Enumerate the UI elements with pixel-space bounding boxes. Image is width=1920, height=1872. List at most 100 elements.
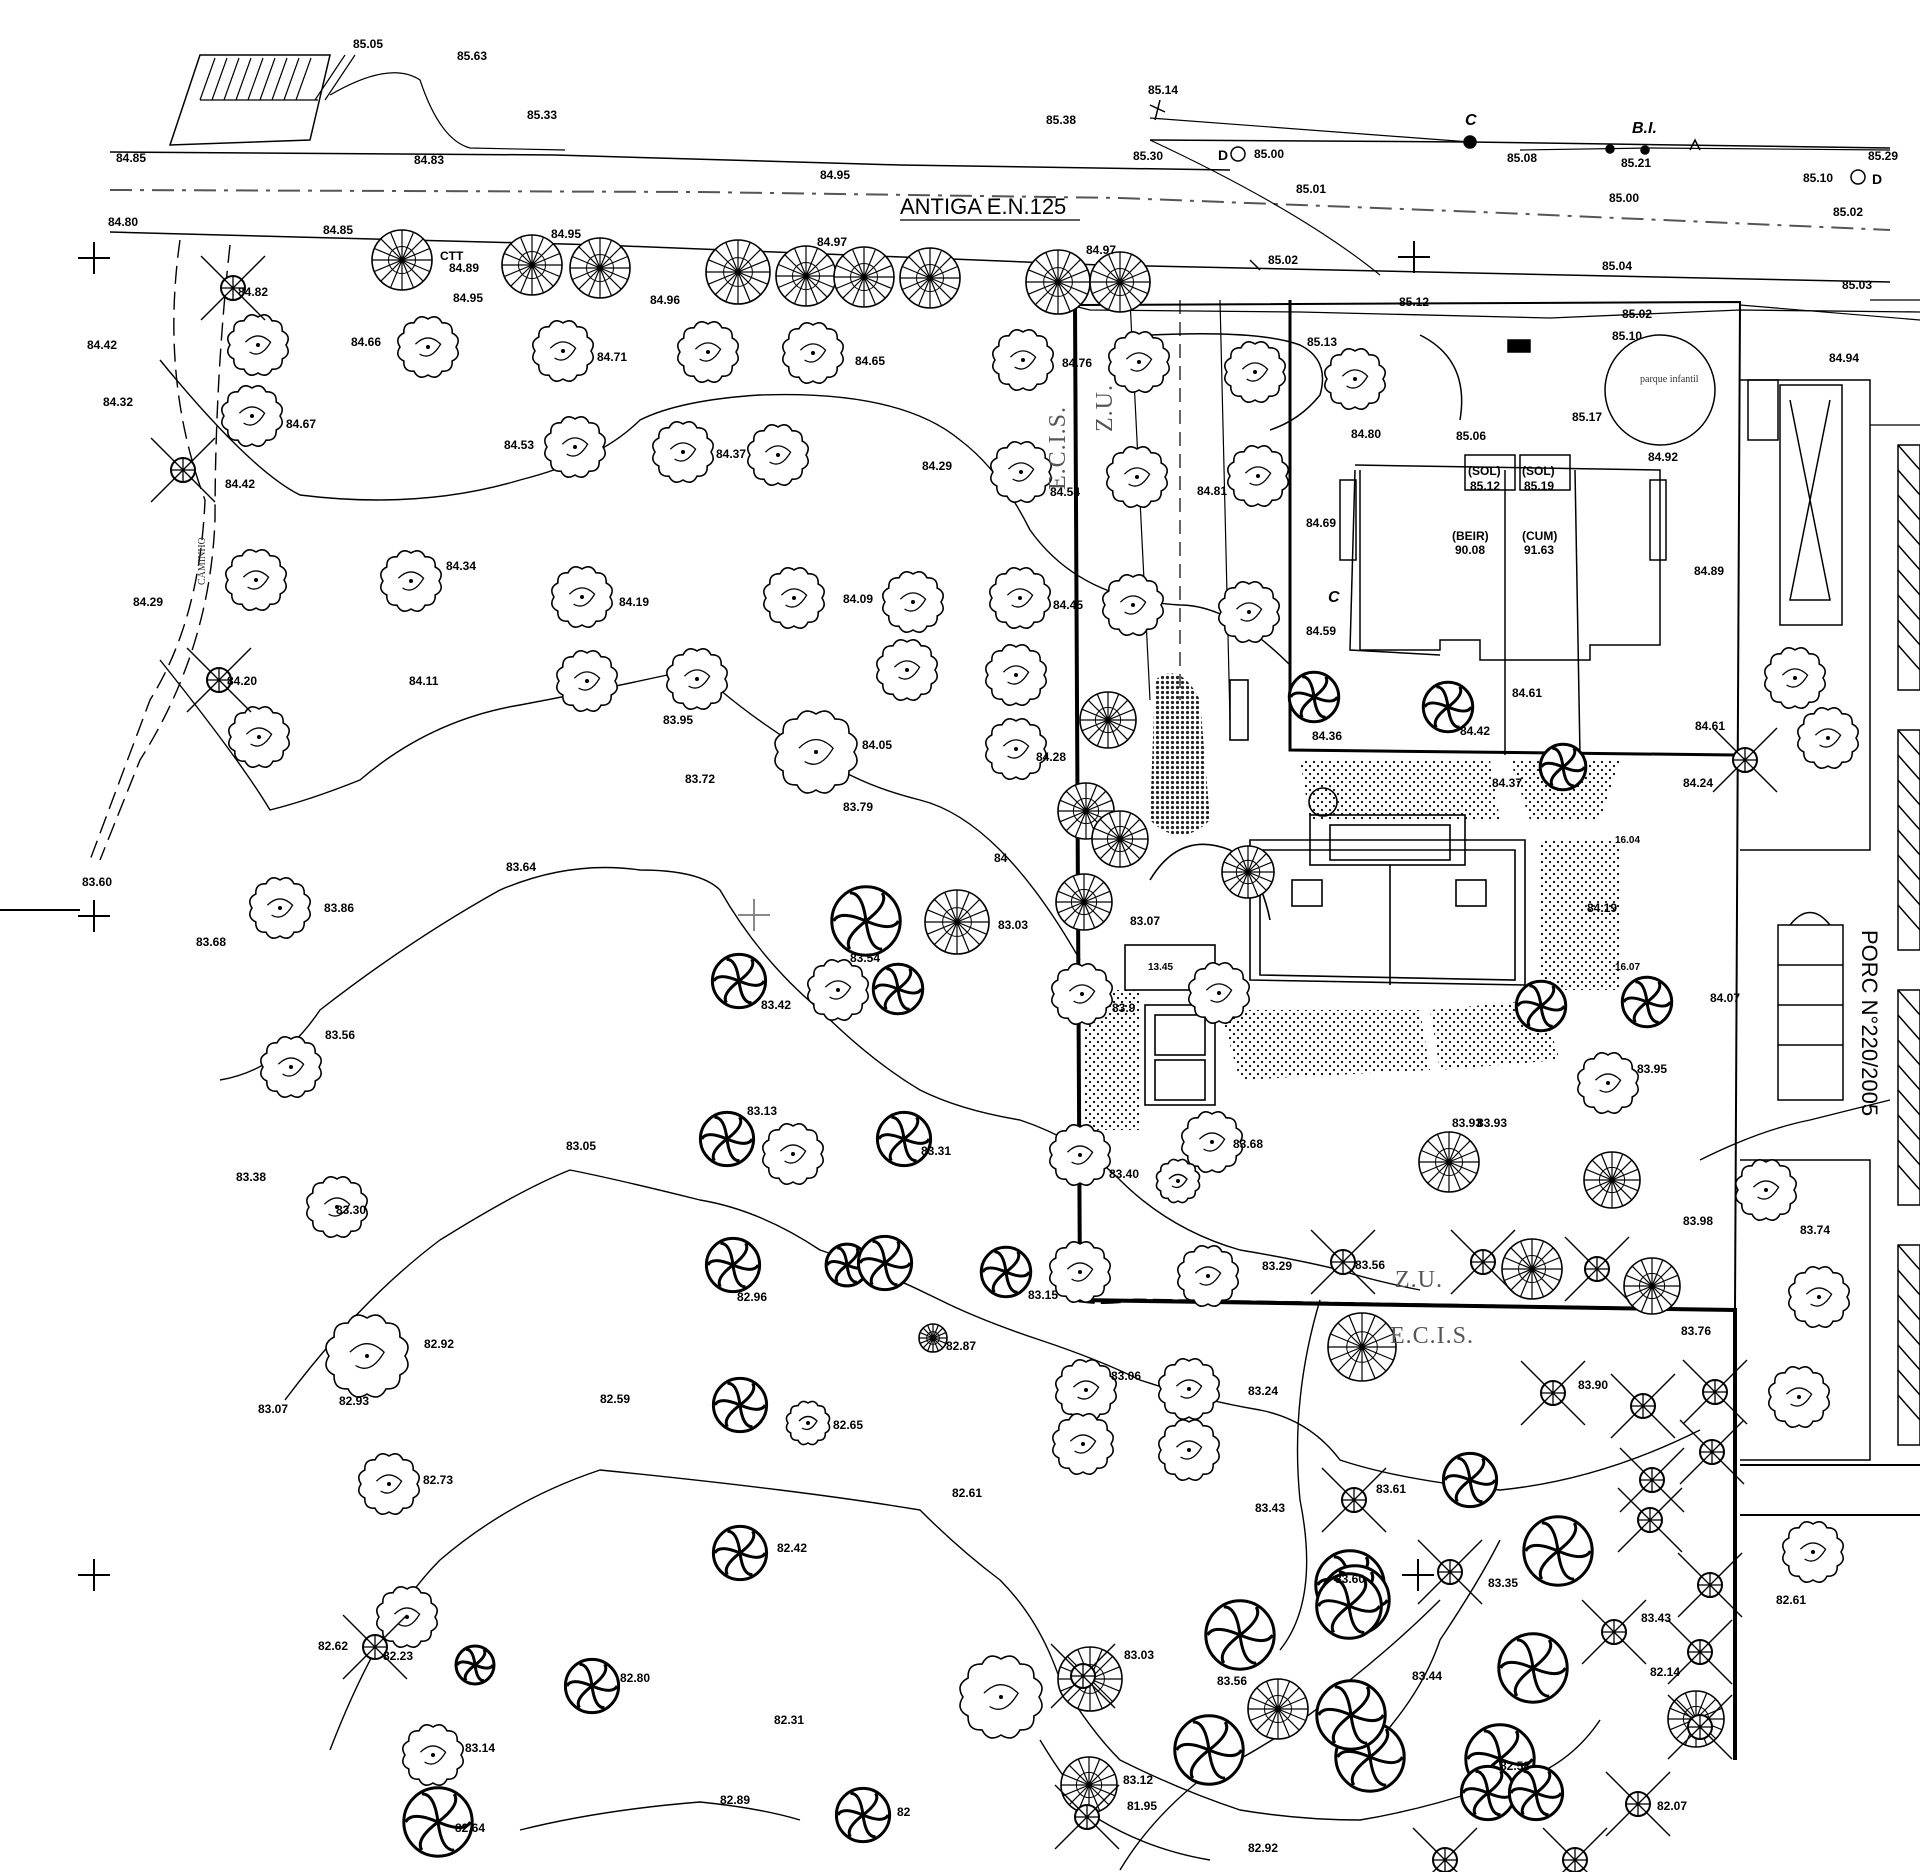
tree-symbol xyxy=(899,247,961,309)
elevation-label: 85.10 xyxy=(1803,171,1833,185)
elevation-label: 83.15 xyxy=(1028,1288,1058,1302)
elevation-label: 83.30 xyxy=(336,1203,366,1217)
elevation-label: 84.82 xyxy=(238,285,268,299)
elevation-label: 83.29 xyxy=(1262,1259,1292,1273)
symbol-labels: B.I. C C D D xyxy=(1218,112,1882,606)
tree-symbol xyxy=(563,1657,621,1715)
svg-text:C: C xyxy=(1328,589,1340,606)
tree-symbol xyxy=(1667,1619,1733,1685)
elevation-label: 82.23 xyxy=(383,1649,413,1663)
elevation-label: 83.07 xyxy=(1130,914,1160,928)
elevation-label: 83.95 xyxy=(1637,1062,1667,1076)
elevation-label: 84.76 xyxy=(1062,356,1092,370)
tree-symbol xyxy=(1158,1358,1220,1420)
tree-symbol xyxy=(1324,348,1386,410)
tree-symbol xyxy=(1054,1784,1120,1850)
elevation-label: 83.76 xyxy=(1681,1324,1711,1338)
elevation-label: 83.60 xyxy=(1335,1572,1365,1586)
zone-label-ecis-top: E.C.I.S. xyxy=(1045,406,1071,490)
elevation-label: 83.9 xyxy=(1112,1001,1136,1015)
tree-symbol xyxy=(1158,1419,1220,1481)
tree-symbol xyxy=(1581,1599,1647,1665)
tree-symbol xyxy=(221,385,283,447)
tree-symbol xyxy=(992,329,1054,391)
tree-symbol xyxy=(833,246,895,308)
tree-symbol xyxy=(918,1323,948,1353)
elevation-label: 83.24 xyxy=(1248,1384,1278,1398)
elevation-label: 83.68 xyxy=(196,935,226,949)
tree-symbol xyxy=(1287,670,1341,724)
elevation-label: 83.35 xyxy=(1488,1576,1518,1590)
elevation-label: 82.07 xyxy=(1657,1799,1687,1813)
tree-symbol xyxy=(985,718,1047,780)
tree-symbol xyxy=(985,644,1047,706)
svg-text:16.07: 16.07 xyxy=(1615,962,1640,973)
tree-symbol xyxy=(1327,1312,1397,1382)
tree-symbol xyxy=(711,1524,769,1582)
elevation-label: 82.58 xyxy=(1500,1759,1530,1773)
tree-symbol xyxy=(1315,1572,1383,1640)
building-rooms: (SOL) 85.12 (SOL) 85.19 (BEIR) 90.08 (CU… xyxy=(1148,464,1640,973)
elevation-label: 85.05 xyxy=(353,37,383,51)
elevation-label: 85.12 xyxy=(1399,295,1429,309)
elevation-label: 85.00 xyxy=(1254,147,1284,161)
elevation-label: 84.45 xyxy=(1053,598,1083,612)
svg-text:13.45: 13.45 xyxy=(1148,962,1173,973)
tree-symbol xyxy=(1224,341,1286,403)
tree-symbol xyxy=(1450,1229,1516,1295)
elevation-label: 84.54 xyxy=(1050,485,1080,499)
tree-symbol xyxy=(569,237,631,299)
elevation-label: 84.05 xyxy=(862,738,892,752)
tree-symbol xyxy=(1583,1151,1641,1209)
tree-symbol xyxy=(990,441,1052,503)
tree-symbol xyxy=(551,566,613,628)
tree-symbol xyxy=(200,255,266,321)
tree-symbol xyxy=(979,1245,1033,1299)
tree-symbol xyxy=(1052,1413,1114,1475)
tree-symbol xyxy=(875,1110,933,1168)
svg-text:C: C xyxy=(1465,112,1477,129)
tree-symbol xyxy=(227,314,289,376)
svg-text:(BEIR): (BEIR) xyxy=(1452,529,1489,543)
elevation-label: 84.11 xyxy=(409,674,439,688)
tree-symbol xyxy=(1051,963,1113,1025)
tree-symbol xyxy=(1421,680,1475,734)
tree-symbol xyxy=(1788,1266,1850,1328)
elevation-label: 83.31 xyxy=(921,1144,951,1158)
elevation-label: 83.44 xyxy=(1412,1669,1442,1683)
elevation-label: 83.56 xyxy=(1217,1674,1247,1688)
tree-symbol xyxy=(1441,1451,1499,1509)
elevation-label: 82.65 xyxy=(833,1418,863,1432)
tree-symbol xyxy=(1501,1238,1563,1300)
elevation-label: 83.40 xyxy=(1109,1167,1139,1181)
elevation-label: 83.06 xyxy=(1111,1369,1141,1383)
tree-symbol xyxy=(501,234,563,296)
tree-symbol xyxy=(1204,1599,1276,1671)
elevation-label: 84.61 xyxy=(1512,686,1542,700)
elevation-label: 85.30 xyxy=(1133,149,1163,163)
tree-symbol xyxy=(1735,1159,1797,1221)
elevation-label: 83.74 xyxy=(1800,1223,1830,1237)
tree-symbol xyxy=(698,1110,756,1168)
elevation-label: 83.72 xyxy=(685,772,715,786)
tree-symbol xyxy=(774,710,858,794)
elevation-label: 85.17 xyxy=(1572,410,1602,424)
tree-symbol xyxy=(260,1036,322,1098)
elevation-label: 84.83 xyxy=(414,153,444,167)
tree-symbol xyxy=(747,424,809,486)
tree-symbol xyxy=(1155,1158,1201,1204)
tree-symbol xyxy=(1049,1124,1111,1186)
elevation-label: 83.98 xyxy=(1683,1214,1713,1228)
tree-symbol xyxy=(1055,1359,1117,1421)
elevation-label: 83.38 xyxy=(236,1170,266,1184)
tree-symbol xyxy=(1520,1360,1586,1426)
elevation-label: 84.95 xyxy=(820,168,850,182)
tree-symbol xyxy=(1321,1467,1387,1533)
path-label: CAMINHO xyxy=(197,537,208,585)
tree-symbol xyxy=(1610,1373,1676,1439)
tree-symbol xyxy=(1623,1257,1681,1315)
elevation-label: 85.01 xyxy=(1296,182,1326,196)
elevation-label: 83.60 xyxy=(82,875,112,889)
tree-symbol xyxy=(1782,1521,1844,1583)
